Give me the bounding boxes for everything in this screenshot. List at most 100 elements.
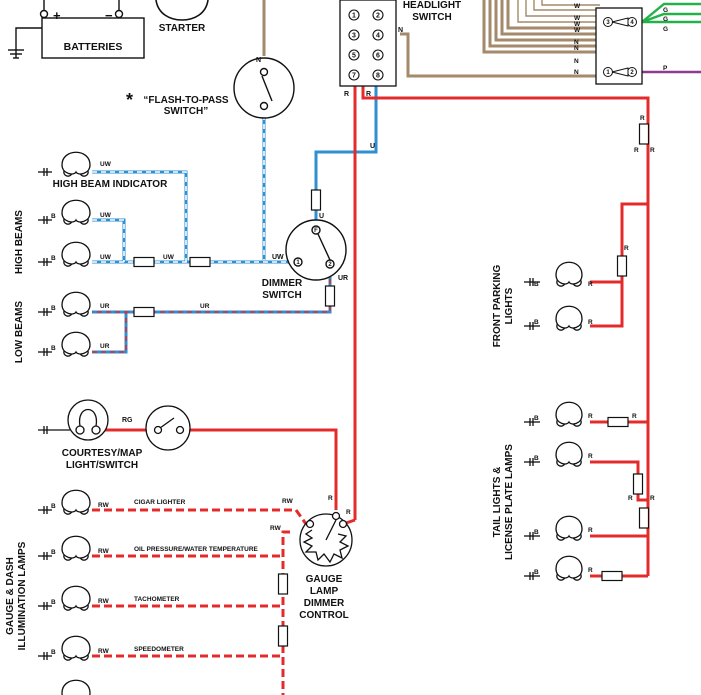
wire-code-ur-1: UR	[100, 303, 110, 310]
gauge-control-label-1: GAUGE	[306, 574, 343, 585]
wire-code-r-t2c: R	[650, 495, 655, 502]
wire-code-w-1: W	[574, 3, 581, 10]
wire-code-w-2: W	[574, 15, 581, 22]
wire-code-rw-6: RW	[98, 648, 110, 655]
wire-code-u-dimmer: U	[319, 213, 324, 220]
tachometer-label: TACHOMETER	[134, 596, 180, 603]
wire-code-r-t2: R	[588, 453, 593, 460]
wire-code-u-hs: U	[370, 143, 375, 150]
wire-code-r-gauge-1: R	[328, 495, 333, 502]
resistor-dimmer-out	[324, 285, 336, 307]
lamp-oil-pressure	[37, 535, 91, 561]
dimmer-label-1: DIMMER	[262, 278, 303, 289]
gauge-dimmer-control-symbol	[299, 511, 353, 567]
gauge-dash-label-1: GAUGE & DASH	[5, 557, 16, 635]
wire-code-b-1: B	[51, 213, 56, 220]
front-parking-label-2: LIGHTS	[504, 287, 515, 324]
terminal-3: 3	[352, 33, 356, 40]
tail-lights-label-1: TAIL LIGHTS &	[492, 467, 503, 538]
terminal-8: 8	[376, 73, 380, 80]
wire-code-r-fp1: R	[588, 281, 593, 288]
wire-code-r-t4: R	[588, 567, 593, 574]
wire-code-b-t4: B	[534, 569, 539, 576]
lamp-tail-3	[523, 515, 583, 541]
wire-code-g-1: G	[663, 7, 668, 14]
resistor-high-beam-2	[189, 256, 211, 268]
oil-pressure-label: OIL PRESSURE/WATER TEMPERATURE	[134, 546, 259, 553]
resistor-right-top	[638, 123, 650, 145]
lamp-front-parking-2	[523, 305, 583, 331]
wire-code-g-2: G	[663, 16, 668, 23]
wire-code-rw-3: RW	[270, 525, 282, 532]
dimmer-label-2: SWITCH	[262, 290, 301, 301]
terminal-5: 5	[352, 53, 356, 60]
flash-to-pass-label-2: SWITCH”	[164, 106, 208, 117]
battery-minus-sign: −	[105, 8, 113, 23]
wire-code-b-5: B	[51, 503, 56, 510]
batteries-label: BATTERIES	[64, 41, 123, 53]
wire-code-n-flash: N	[256, 57, 261, 64]
wires-red-white	[92, 508, 308, 695]
wire-code-r-park: R	[624, 245, 629, 252]
lamp-high-beam-2	[37, 241, 91, 267]
resistor-blue-vertical	[310, 189, 322, 211]
wire-code-b-fp2: B	[534, 319, 539, 326]
wire-code-uw-1: UW	[100, 161, 112, 168]
wires-blue-red	[92, 270, 332, 354]
courtesy-label-2: LIGHT/SWITCH	[66, 460, 138, 471]
wire-code-n-c3: N	[574, 58, 579, 65]
wire-code-rg: RG	[122, 417, 133, 424]
tail-lights-label-2: LICENSE PLATE LAMPS	[504, 444, 515, 560]
wires-brown	[262, 0, 596, 78]
headlight-switch-box	[339, 0, 397, 87]
wire-code-n-c1: N	[574, 39, 579, 46]
starter-label: STARTER	[159, 23, 206, 34]
wire-code-r-t2b: R	[628, 495, 633, 502]
headlight-switch-terminals	[348, 9, 384, 81]
wires-brown-thin	[517, 0, 600, 23]
terminal-1: 1	[352, 13, 356, 20]
wire-code-b-2: B	[51, 255, 56, 262]
wire-code-r-t1: R	[588, 413, 593, 420]
courtesy-label-1: COURTESY/MAP	[62, 448, 143, 459]
flash-marker: *	[126, 90, 133, 110]
wire-code-b-3: B	[51, 305, 56, 312]
wire-code-ur-3: UR	[100, 343, 110, 350]
terminal-4: 4	[376, 33, 380, 40]
batteries-symbol	[8, 0, 145, 59]
flash-to-pass-switch-symbol	[233, 57, 295, 119]
lamp-tachometer	[37, 585, 91, 611]
wire-code-rw-2: RW	[282, 498, 294, 505]
wire-code-uw-4: UW	[163, 254, 175, 261]
wire-code-b-t3: B	[534, 529, 539, 536]
lamp-tail-1	[523, 401, 583, 427]
pin-4: 4	[630, 20, 634, 26]
wire-code-b-4: B	[51, 345, 56, 352]
lamp-low-beam-2	[37, 331, 91, 357]
courtesy-light-symbol	[38, 399, 109, 441]
wire-code-r-rt-1: R	[640, 115, 645, 122]
wire-code-p: P	[663, 65, 668, 72]
wire-code-r-rt-3: R	[650, 147, 655, 154]
gauge-control-label-2: LAMP	[310, 586, 339, 597]
gauge-control-label-4: CONTROL	[299, 610, 348, 621]
gauge-dash-label-2: ILLUMINATION LAMPS	[17, 541, 28, 650]
dimmer-switch-symbol	[285, 219, 347, 281]
connector-pins	[603, 17, 637, 77]
wire-code-uw-dimmer: UW	[272, 254, 284, 261]
wire-code-w-4: W	[574, 27, 581, 34]
dimmer-terminal-f: F	[314, 228, 318, 234]
wires-blue	[314, 86, 378, 228]
wire-code-r-rt-2: R	[634, 147, 639, 154]
resistor-low-beam	[133, 306, 155, 318]
courtesy-switch-symbol	[145, 405, 191, 451]
wire-code-rw-1: RW	[98, 502, 110, 509]
wire-code-uw-2: UW	[100, 212, 112, 219]
wire-code-b-8: B	[51, 649, 56, 656]
resistor-tail-3	[638, 507, 650, 529]
lamp-front-parking-1	[523, 261, 583, 287]
terminal-2: 2	[376, 13, 380, 20]
headlight-switch-label-1: HEADLIGHT	[403, 0, 461, 11]
wire-code-r-hs-1: R	[344, 91, 349, 98]
